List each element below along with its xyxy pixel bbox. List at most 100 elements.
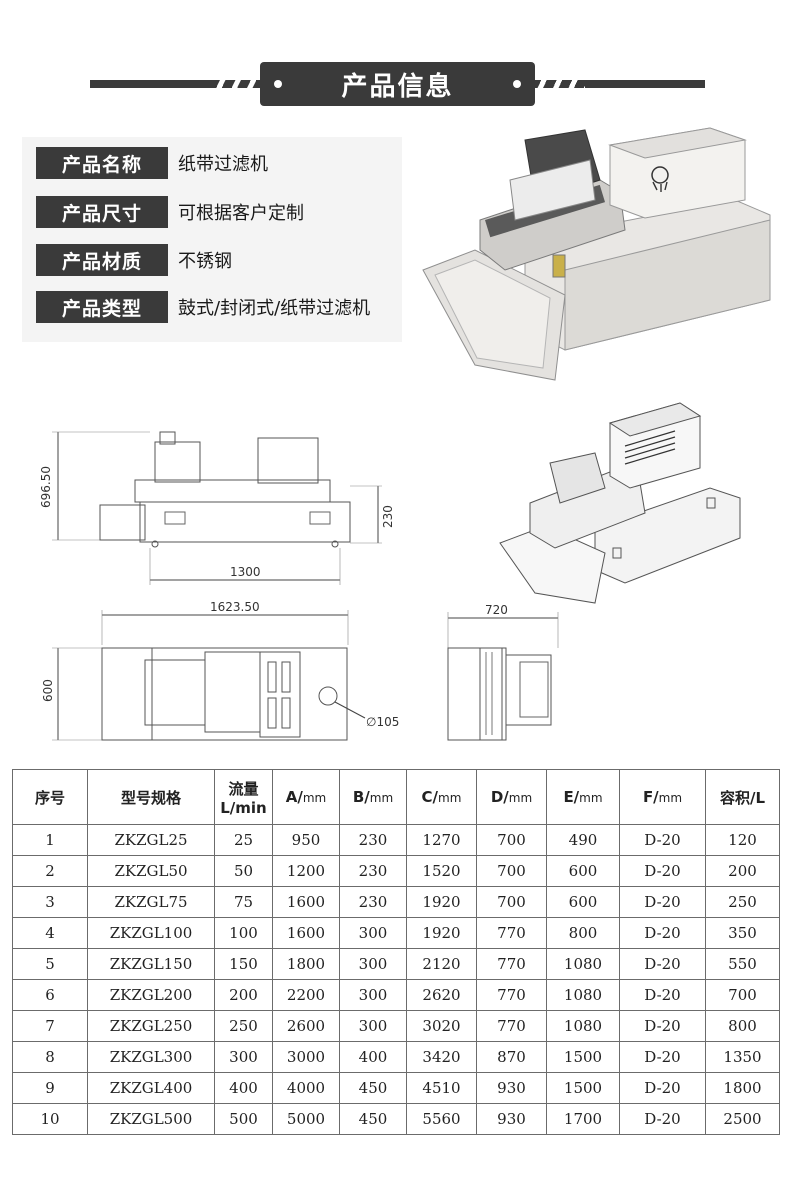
- table-cell: 3020: [406, 1010, 477, 1042]
- table-cell: 1520: [406, 855, 477, 887]
- col-header-label: D/: [490, 788, 509, 806]
- table-cell: 770: [476, 948, 547, 980]
- info-value: 鼓式/封闭式/纸带过滤机: [178, 298, 371, 319]
- table-cell: ZKZGL250: [87, 1010, 215, 1042]
- table-cell: 770: [476, 1010, 547, 1042]
- dim-end-width: 720: [485, 603, 508, 617]
- table-cell: 1270: [406, 824, 477, 856]
- table-cell: 200: [214, 979, 273, 1011]
- table-cell: 700: [705, 979, 780, 1011]
- side-view-drawing: 696.50 230 1300: [39, 431, 395, 585]
- table-cell: D-20: [619, 1041, 706, 1073]
- table-cell: 1500: [546, 1041, 620, 1073]
- table-cell: 300: [339, 917, 407, 949]
- col-header-unit: mm: [302, 791, 327, 805]
- col-header-label: B/: [352, 788, 370, 806]
- table-cell: ZKZGL200: [87, 979, 215, 1011]
- col-header-label: 序号: [34, 788, 65, 807]
- col-header-label: F/: [642, 788, 659, 806]
- table-cell: 350: [705, 917, 780, 949]
- table-cell: 300: [339, 1010, 407, 1042]
- table-cell: 930: [476, 1072, 547, 1104]
- table-cell: D-20: [619, 886, 706, 918]
- table-cell: 700: [476, 855, 547, 887]
- table-cell: 1: [12, 824, 88, 856]
- table-cell: 700: [476, 824, 547, 856]
- table-cell: 300: [339, 948, 407, 980]
- table-cell: 800: [705, 1010, 780, 1042]
- table-cell: 300: [214, 1041, 273, 1073]
- table-cell: D-20: [619, 855, 706, 887]
- table-cell: 450: [339, 1072, 407, 1104]
- table-cell: 9: [12, 1072, 88, 1104]
- table-cell: 800: [546, 917, 620, 949]
- dim-b: 230: [381, 505, 395, 528]
- table-cell: 4: [12, 917, 88, 949]
- table-cell: ZKZGL150: [87, 948, 215, 980]
- table-cell: D-20: [619, 1072, 706, 1104]
- col-header-label: 型号规格: [120, 788, 181, 807]
- banner-line-left: [90, 80, 260, 88]
- table-cell: 600: [546, 855, 620, 887]
- table-cell: 250: [705, 886, 780, 918]
- table-cell: 2600: [272, 1010, 340, 1042]
- table-cell: 4000: [272, 1072, 340, 1104]
- col-header-unit: L/min: [220, 798, 267, 817]
- table-cell: 75: [214, 886, 273, 918]
- table-cell: 950: [272, 824, 340, 856]
- table-cell: 100: [214, 917, 273, 949]
- table-cell: 250: [214, 1010, 273, 1042]
- info-label: 产品尺寸: [36, 196, 168, 228]
- info-value: 纸带过滤机: [178, 154, 268, 175]
- col-header: A/mm: [272, 769, 340, 825]
- page-title: 产品信息: [341, 71, 454, 102]
- col-header-unit: mm: [438, 791, 462, 805]
- table-cell: ZKZGL400: [87, 1072, 215, 1104]
- section-banner: 产品信息: [90, 62, 705, 106]
- table-cell: 1080: [546, 1010, 620, 1042]
- table-cell: 550: [705, 948, 780, 980]
- table-cell: 1700: [546, 1103, 620, 1135]
- table-cell: 2: [12, 855, 88, 887]
- info-label: 产品名称: [36, 147, 168, 179]
- table-cell: D-20: [619, 917, 706, 949]
- table-cell: 1920: [406, 917, 477, 949]
- table-cell: 400: [339, 1041, 407, 1073]
- info-label: 产品类型: [36, 291, 168, 323]
- table-cell: 450: [339, 1103, 407, 1135]
- table-cell: 770: [476, 979, 547, 1011]
- table-cell: 25: [214, 824, 273, 856]
- table-cell: 1080: [546, 979, 620, 1011]
- table-cell: 2500: [705, 1103, 780, 1135]
- end-view-drawing: 720: [447, 603, 559, 741]
- banner-dot-left: [274, 80, 282, 88]
- table-cell: 120: [705, 824, 780, 856]
- table-cell: 400: [214, 1072, 273, 1104]
- table-cell: 600: [546, 886, 620, 918]
- table-cell: D-20: [619, 1010, 706, 1042]
- info-value: 可根据客户定制: [178, 203, 304, 224]
- top-view-drawing: 1623.50 600 ∅105: [41, 600, 399, 741]
- info-row-name: 产品名称 纸带过滤机: [36, 147, 268, 179]
- table-cell: 8: [12, 1041, 88, 1073]
- table-cell: 7: [12, 1010, 88, 1042]
- dim-height: 696.50: [39, 466, 53, 508]
- table-cell: 230: [339, 824, 407, 856]
- table-cell: ZKZGL300: [87, 1041, 215, 1073]
- dim-length: 1300: [230, 565, 261, 579]
- table-cell: D-20: [619, 824, 706, 856]
- table-cell: 3: [12, 886, 88, 918]
- table-cell: 4510: [406, 1072, 477, 1104]
- table-cell: ZKZGL25: [87, 824, 215, 856]
- table-cell: 1600: [272, 886, 340, 918]
- table-cell: 5: [12, 948, 88, 980]
- col-header-label: A/: [285, 788, 303, 806]
- table-cell: D-20: [619, 1103, 706, 1135]
- table-cell: ZKZGL500: [87, 1103, 215, 1135]
